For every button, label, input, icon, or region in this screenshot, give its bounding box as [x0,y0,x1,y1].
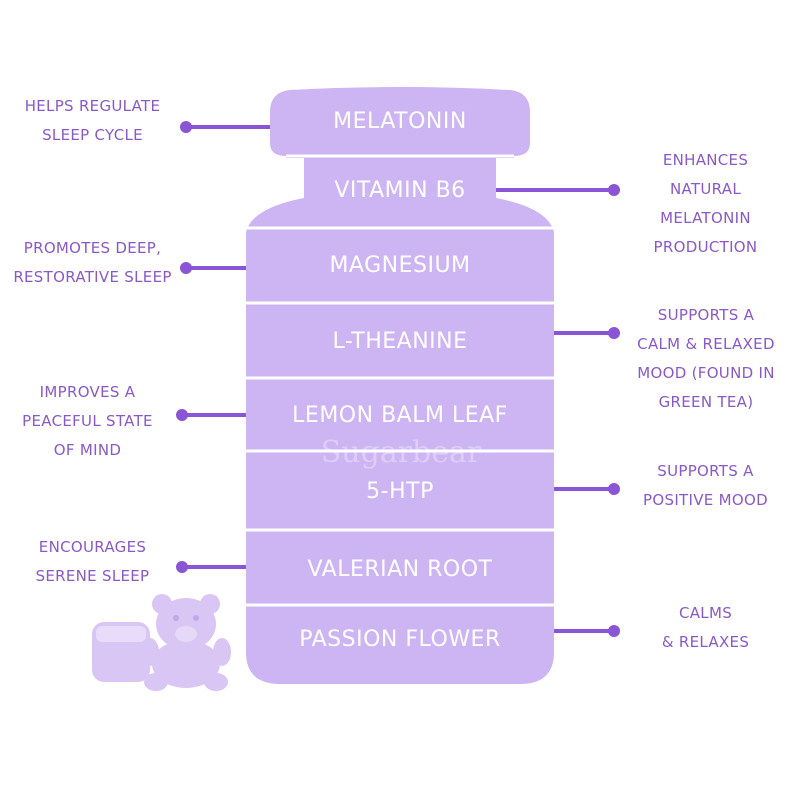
connector-dot [608,625,620,637]
benefit-label: ENCOURAGES SERENE SLEEP [35,538,150,585]
ingredient-label: MELATONIN [333,109,467,134]
gummy-cube-icon [92,622,150,682]
gummy-bears [92,594,231,691]
benefit-label: ENHANCES NATURAL MELATONIN PRODUCTION [653,151,758,256]
connector-dot [176,561,188,573]
ingredient-label: LEMON BALM LEAF [292,403,508,428]
connector-dot [608,327,620,339]
ingredient-label: L-THEANINE [332,329,468,354]
bottle-dividers [246,154,554,607]
connector-dot [180,262,192,274]
bottle-shape [246,87,554,684]
benefit-label: CALMS & RELAXES [661,604,750,651]
ingredient-label: VITAMIN B6 [334,178,466,203]
ingredient-label: MAGNESIUM [329,253,471,278]
brand-watermark: Sugarbear [320,435,482,470]
gummy-bear-icon [141,594,231,691]
benefit-label: SUPPORTS A CALM & RELAXED MOOD (FOUND IN… [637,306,775,411]
connector-dot [176,409,188,421]
ingredient-label: VALERIAN ROOT [307,557,493,582]
connector-lines [176,121,620,637]
connector-dot [608,483,620,495]
connector-dot [608,184,620,196]
benefit-label: IMPROVES A PEACEFUL STATE OF MIND [22,383,153,459]
benefit-label: SUPPORTS A POSITIVE MOOD [643,462,768,509]
ingredient-label: 5-HTP [366,479,434,504]
benefit-label: PROMOTES DEEP, RESTORATIVE SLEEP [13,239,172,286]
connector-dot [180,121,192,133]
benefit-label: HELPS REGULATE SLEEP CYCLE [24,97,161,144]
ingredient-label: PASSION FLOWER [299,627,501,652]
